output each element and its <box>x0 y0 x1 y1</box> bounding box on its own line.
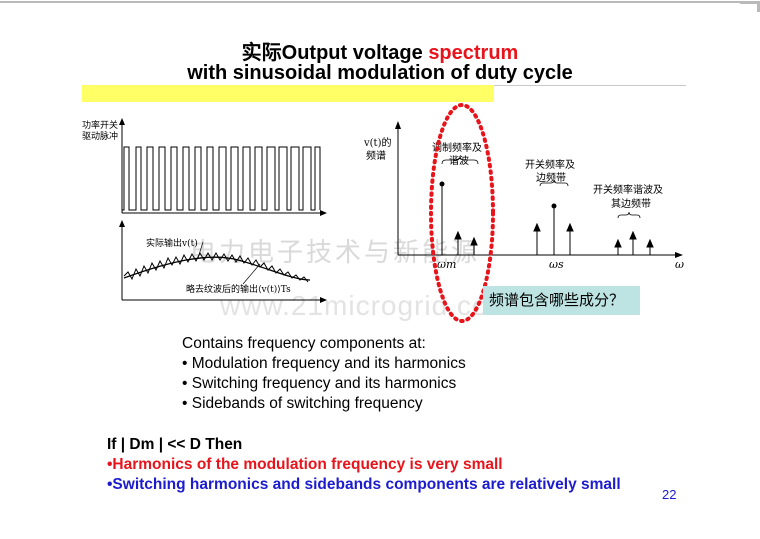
condition-blue-line: •Switching harmonics and sidebands compo… <box>107 476 621 493</box>
watermark-cn: 电力电子技术与新能源 <box>190 238 481 268</box>
title-en: Output voltage <box>281 42 429 64</box>
title-cn: 实际 <box>241 40 282 64</box>
corner-mark <box>740 2 760 12</box>
contents-item-3: • Sidebands of switching frequency <box>182 395 423 412</box>
contents-intro: Contains frequency components at: <box>182 335 426 352</box>
spectrum-ylabel-line1: v(t)的 <box>364 138 392 149</box>
annot-switching-line1: 开关频率及 <box>525 160 575 171</box>
title-underline <box>494 85 686 86</box>
filtered-output-label: 略去纹波后的输出⟨v(t)⟩Ts <box>186 285 291 295</box>
spectrum-figure <box>395 121 683 258</box>
yellow-highlight-bar <box>82 85 494 102</box>
contents-item-2: • Switching frequency and its harmonics <box>182 375 457 392</box>
omega-m-label: ωm <box>437 258 457 271</box>
contents-item-1: • Modulation frequency and its harmonics <box>182 355 466 372</box>
pulse-label-line2: 驱动脉冲 <box>82 132 119 142</box>
omega-axis-label: ω <box>675 258 684 271</box>
page-number: 22 <box>662 487 677 502</box>
watermark-url: www.21microgrid.com <box>220 290 513 321</box>
question-box: 频谱包含哪些成分？ <box>483 286 640 315</box>
annot-harmonics-line1: 开关频率谐波及 <box>593 185 663 196</box>
spectrum-ylabel-line2: 频谱 <box>366 151 386 162</box>
slide-title-line2: with sinusoidal modulation of duty cycle <box>187 62 573 84</box>
actual-output-label: 实际输出v(t) <box>146 239 198 249</box>
annot-harmonics-line2: 其边频带 <box>611 199 651 210</box>
top-rule <box>0 1 760 3</box>
slide-title-line1: 实际Output voltage spectrum <box>0 36 760 65</box>
condition-heading: If | Dm | << D Then <box>107 436 243 453</box>
condition-red-line: •Harmonics of the modulation frequency i… <box>107 456 503 473</box>
annot-modulation-line1: 调制频率及 <box>432 143 482 154</box>
highlight-ellipse <box>429 103 495 323</box>
annot-modulation-line2: 谐波 <box>449 156 469 167</box>
omega-s-label: ωs <box>549 258 564 271</box>
pwm-waveform-figure <box>119 118 327 303</box>
title-highlight: spectrum <box>428 42 519 64</box>
pulse-label-line1: 功率开关 <box>82 121 119 131</box>
annot-switching-line2: 边频带 <box>536 173 566 184</box>
